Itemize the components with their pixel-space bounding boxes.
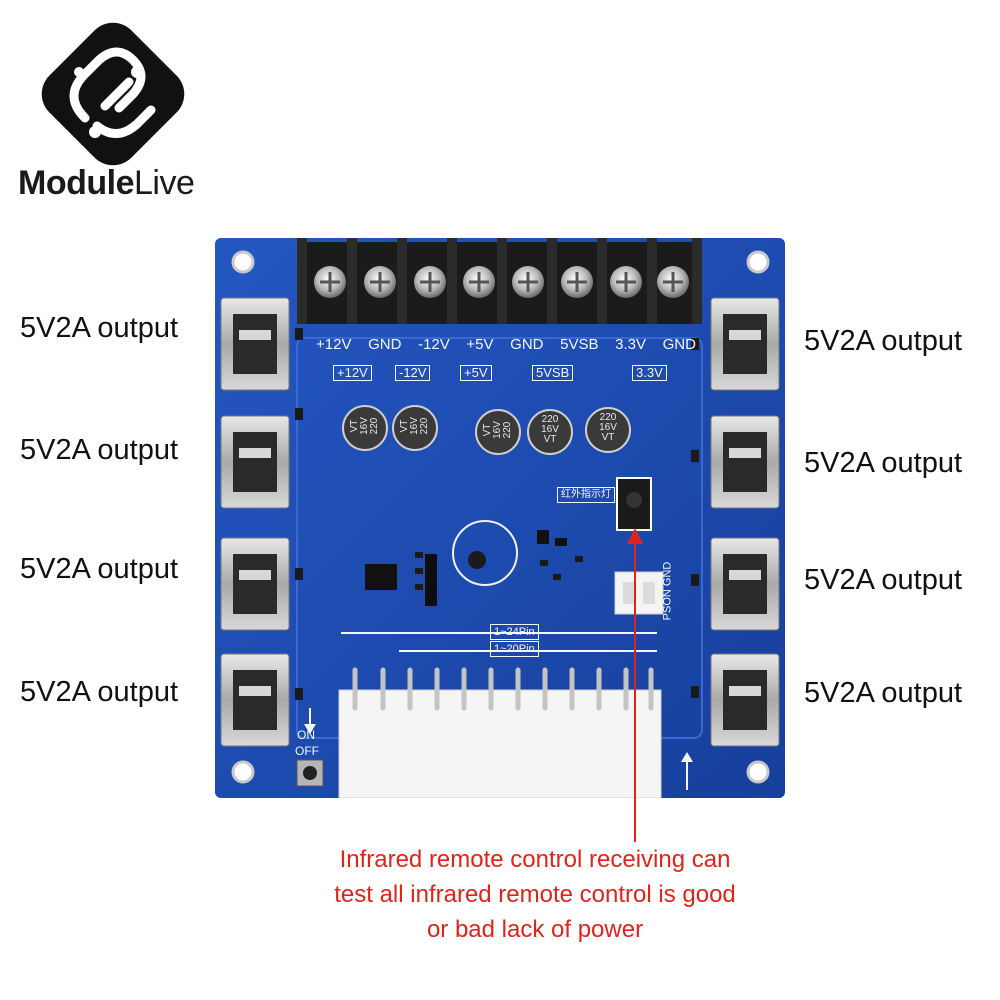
- terminal-label-6: 5VSB: [560, 336, 599, 353]
- brand-wordmark: ModuleLive: [18, 164, 195, 203]
- brand-logo-icon: [41, 22, 185, 166]
- indicator-label-12v: +12V: [333, 365, 372, 381]
- capacitor-5-mid: 16V: [599, 422, 617, 433]
- capacitor-marking-4: 220 16V VT: [537, 415, 563, 445]
- terminal-label-8: GND: [662, 336, 696, 353]
- capacitor-2-bot: 220: [419, 417, 430, 435]
- terminal-label-3: -12V: [418, 336, 450, 353]
- capacitor-1-bot: 220: [369, 417, 380, 435]
- capacitor-marking-1: VT 16V 220: [349, 413, 380, 439]
- output-label-left-1: 5V2A output: [20, 312, 179, 344]
- terminal-label-7: 3.3V: [615, 336, 646, 353]
- pin24-label: 1~24Pin: [490, 624, 539, 640]
- indicator-label-5vsb: 5VSB: [532, 365, 574, 381]
- ir-annotation: Infrared remote control receiving can te…: [300, 842, 770, 947]
- terminal-label-row: +12V GND -12V +5V GND 5VSB 3.3V GND: [316, 336, 696, 353]
- output-label-left-4: 5V2A output: [20, 676, 179, 708]
- capacitor-4-top: 220: [541, 414, 559, 425]
- indicator-label-5v: +5V: [460, 365, 492, 381]
- ir-annotation-line-1: Infrared remote control receiving can: [339, 846, 731, 873]
- output-label-left-2: 5V2A output: [20, 434, 179, 466]
- capacitor-marking-5: 220 16V VT: [595, 413, 621, 443]
- switch-on-label: ON: [297, 728, 315, 742]
- output-label-left-3: 5V2A output: [20, 553, 179, 585]
- ir-annotation-line-2: test all infrared remote control is good: [334, 881, 736, 908]
- output-label-right-4: 5V2A output: [804, 677, 963, 709]
- capacitor-4-bot: VT: [543, 434, 557, 445]
- annotation-arrow-icon: [627, 528, 643, 842]
- pcb-board: [215, 238, 785, 798]
- terminal-label-4: +5V: [466, 336, 494, 353]
- switch-off-label: OFF: [295, 744, 319, 758]
- pin20-label: 1~20Pin: [490, 641, 539, 657]
- output-label-right-1: 5V2A output: [804, 325, 963, 357]
- brand-name-light: Live: [133, 164, 195, 202]
- capacitor-5-top: 220: [599, 412, 617, 423]
- capacitor-3-bot: 220: [502, 421, 513, 439]
- capacitor-marking-3: VT 16V 220: [482, 417, 513, 443]
- capacitor-4-mid: 16V: [541, 424, 559, 435]
- ir-annotation-line-3: or bad lack of power: [426, 916, 644, 943]
- indicator-label-3v3: 3.3V: [632, 365, 667, 381]
- capacitor-5-bot: VT: [601, 432, 615, 443]
- brand-name-bold: Module: [18, 164, 134, 202]
- output-label-right-2: 5V2A output: [804, 447, 963, 479]
- pson-gnd-label: PSON GND: [661, 561, 674, 621]
- terminal-label-2: GND: [368, 336, 402, 353]
- capacitor-marking-2: VT 16V 220: [399, 413, 430, 439]
- ir-indicator-label: 红外指示灯: [557, 487, 615, 503]
- terminal-label-1: +12V: [316, 336, 352, 353]
- terminal-label-5: GND: [510, 336, 544, 353]
- indicator-label-neg12v: -12V: [395, 365, 431, 381]
- output-label-right-3: 5V2A output: [804, 564, 963, 596]
